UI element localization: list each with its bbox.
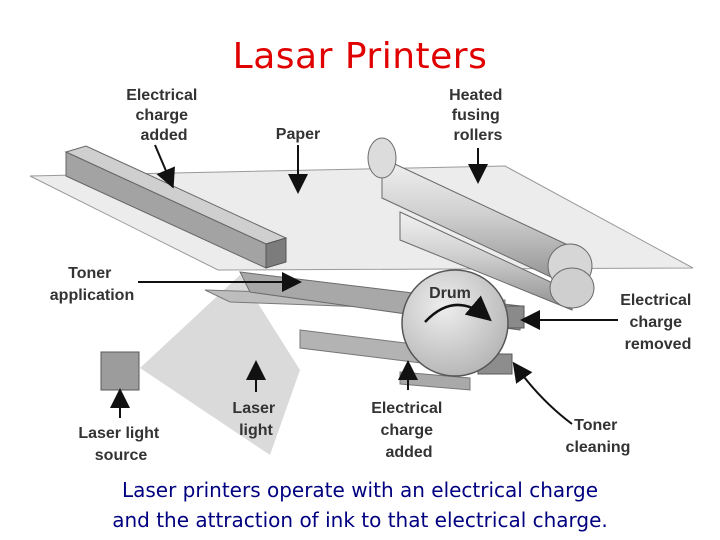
laser-light-beam [140,275,300,455]
caption: Laser printers operate with an electrica… [0,475,720,535]
label-paper: Paper [276,126,320,143]
label-electrical-charge-removed: Electrical charge removed [620,292,696,353]
label-laser-light-source: Laser light source [78,425,163,464]
label-toner-cleaning: Toner cleaning [566,417,631,456]
caption-line-2: and the attraction of ink to that electr… [112,508,608,532]
page-title: Lasar Printers [232,36,488,77]
fusing-rollers [367,137,595,311]
label-drum: Drum [429,285,471,302]
label-electrical-charge-added-top: Electrical charge added [126,87,202,144]
rotation-arrow-icon [424,295,492,323]
label-heated-fusing-rollers: Heated fusing rollers [449,87,507,144]
drum [401,269,509,377]
label-laser-light: Laser light [232,400,279,439]
arrow-toner-cleaning [512,361,573,425]
label-electrical-charge-added-bottom: Electrical charge added [371,400,447,461]
laser-source-box [100,351,140,391]
caption-line-1: Laser printers operate with an electrica… [121,478,599,502]
label-toner-application: Toner application [50,265,134,304]
arrow-charge-added-top [154,144,175,189]
